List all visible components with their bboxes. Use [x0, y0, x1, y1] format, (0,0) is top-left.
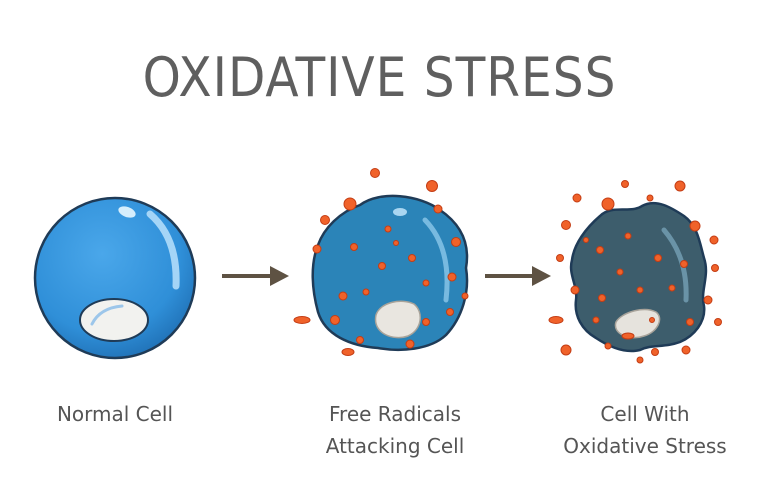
stage-label-line: Free Radicals — [329, 402, 461, 426]
stage-label-line: Cell With — [600, 402, 690, 426]
diagram-title: OXIDATIVE STRESS — [142, 46, 617, 109]
stressed-cell — [569, 201, 708, 353]
stage-label-normal-cell: Normal Cell — [40, 398, 190, 430]
arrow-2-icon — [485, 266, 551, 286]
free-radicals-attacking — [293, 168, 469, 356]
normal-cell — [33, 196, 197, 360]
stage-label-oxidative-stress: Cell With Oxidative Stress — [545, 398, 745, 462]
stage-label-free-radicals: Free Radicals Attacking Cell — [300, 398, 490, 462]
stage-label-line: Attacking Cell — [325, 434, 465, 458]
arrow-1-icon — [222, 266, 289, 286]
free-radicals-stressed — [548, 180, 722, 364]
attacked-cell-nucleus — [374, 300, 421, 339]
attacked-cell — [311, 194, 469, 351]
stage-label-line: Oxidative Stress — [563, 434, 727, 458]
stage-label-line: Normal Cell — [56, 402, 174, 426]
normal-cell-nucleus — [79, 298, 149, 342]
